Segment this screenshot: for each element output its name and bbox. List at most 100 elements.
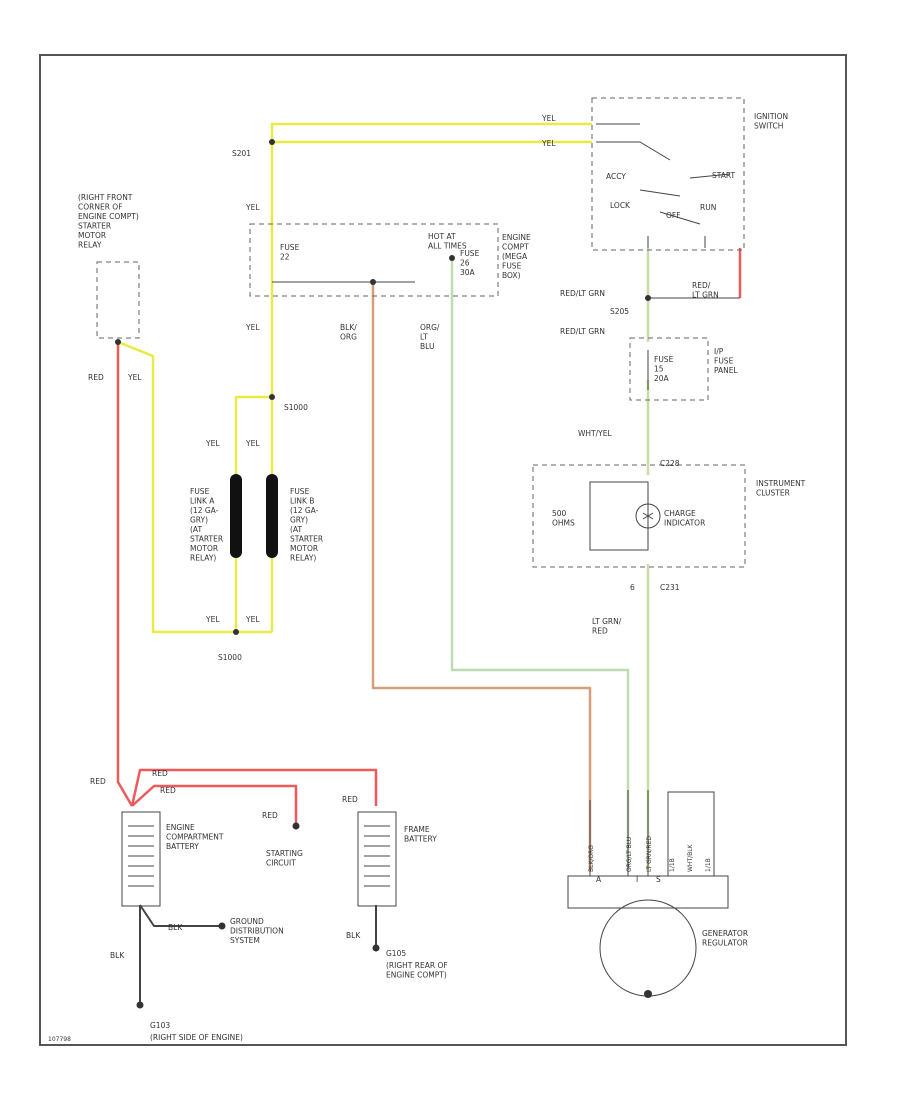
label-red-relay: RED [88,373,104,382]
label-line: REGULATOR [702,939,748,948]
label-red-c: RED [160,786,176,795]
wire-blk-gnd [139,904,222,927]
label-wht-yel: WHT/YEL [578,429,612,438]
label-line: STARTER [190,535,223,544]
node-ground-dist [218,922,226,930]
label-line: BLK/ [340,323,357,332]
wire-red-frame-batt [130,768,378,807]
label-terminal-a: A [596,875,602,884]
label-line: 26 [460,259,470,268]
ignition-switch-box [591,97,745,251]
label-yel-ign-bot: YEL [541,139,556,148]
node-starting-circuit [292,822,300,830]
node-fuse26 [449,255,455,261]
node-starter-relay [115,339,121,345]
label-yel-fl-b-top: YEL [245,439,260,448]
label-line: BLU [420,342,434,351]
label-line: PANEL [714,366,739,375]
diagram-frame [39,54,847,1046]
label-line: BOX) [502,271,521,280]
label-line: BATTERY [166,842,199,851]
label-g103-note: (RIGHT SIDE OF ENGINE) [150,1033,243,1042]
label-line: MOTOR [190,544,218,553]
label-yel-ign-top: YEL [541,114,556,123]
connector-wire-label: BLK/ORG [588,845,595,872]
label-line: CORNER OF [78,203,123,212]
label-line: COMPARTMENT [166,833,224,842]
label-lock: LOCK [610,201,631,210]
wire-red-starting [131,784,298,826]
label-line: (RIGHT FRONT [78,193,133,202]
label-line: (AT [290,525,302,534]
label-line: STARTER [78,222,111,231]
label-start: START [712,171,736,180]
engine-battery-case [121,811,161,907]
label-line: COMPT [502,243,529,252]
connector-wire-label: WHT/BLK [687,843,694,872]
label-terminal-i: I [636,875,638,884]
generator-body [599,899,697,997]
label-line: ENGINE [166,823,195,832]
charge-indicator-glyph [642,512,654,520]
label-line: FUSE [714,357,734,366]
label-line: 20A [654,374,670,383]
label-line: ORG [340,333,357,342]
label-terminal-s: S [656,875,661,884]
label-line: INDICATOR [664,519,705,528]
label-accy: ACCY [606,172,626,181]
label-line: OHMS [552,519,575,528]
label-red-e: RED [342,795,358,804]
wire-yel-ign-top [270,122,592,142]
label-line: ENGINE [502,233,531,242]
charge-indicator-lamp [635,503,661,529]
label-red-ltgrn-1: RED/LT GRN [560,289,605,298]
ignition-switch-contacts [596,123,731,248]
label-red-ltgrn-2: RED/LT GRN [560,327,605,336]
splice-s205 [645,295,651,301]
label-line: ENGINE COMPT) [386,971,447,980]
label-line: ALL TIMES [428,242,467,251]
label-line: FUSE [654,355,674,364]
label-line: (RIGHT REAR OF [386,961,448,970]
label-line: FUSE [502,262,522,271]
label-line: SYSTEM [230,936,260,945]
label-s1000-bot: S1000 [218,653,242,662]
label-blk-frame: BLK [346,931,361,940]
label-line: (12 GA- [290,506,319,515]
label-line: I/P [714,347,724,356]
splice-s1000-top [269,394,275,400]
label-yel-relay: YEL [127,373,142,382]
engine-battery-cells [128,825,154,887]
label-yel-fl-b-bot: YEL [245,615,260,624]
label-line: HOT AT [428,232,456,241]
label-line: 22 [280,253,290,262]
wire-red-relay-batt [116,342,134,807]
label-g103: G103 [150,1021,170,1030]
fuse-link-a [230,474,242,558]
label-line: LT GRN [692,291,719,300]
label-line: 15 [654,365,664,374]
label-run: RUN [700,203,716,212]
label-red-b: RED [152,769,168,778]
resistor-500-ohms [589,481,649,551]
label-line: RELAY) [290,554,316,563]
label-line: RED [592,627,608,636]
connector-wire-label: 1/1B [669,858,676,872]
label-line: LINK A [190,497,215,506]
connector-wire-label: 1/1B [705,858,712,872]
label-line: (12 GA- [190,506,219,515]
label-s201: S201 [232,149,251,158]
label-line: LT [420,333,428,342]
label-line: (MEGA [502,252,528,261]
label-line: BATTERY [404,835,437,844]
label-line: CIRCUIT [266,859,296,868]
